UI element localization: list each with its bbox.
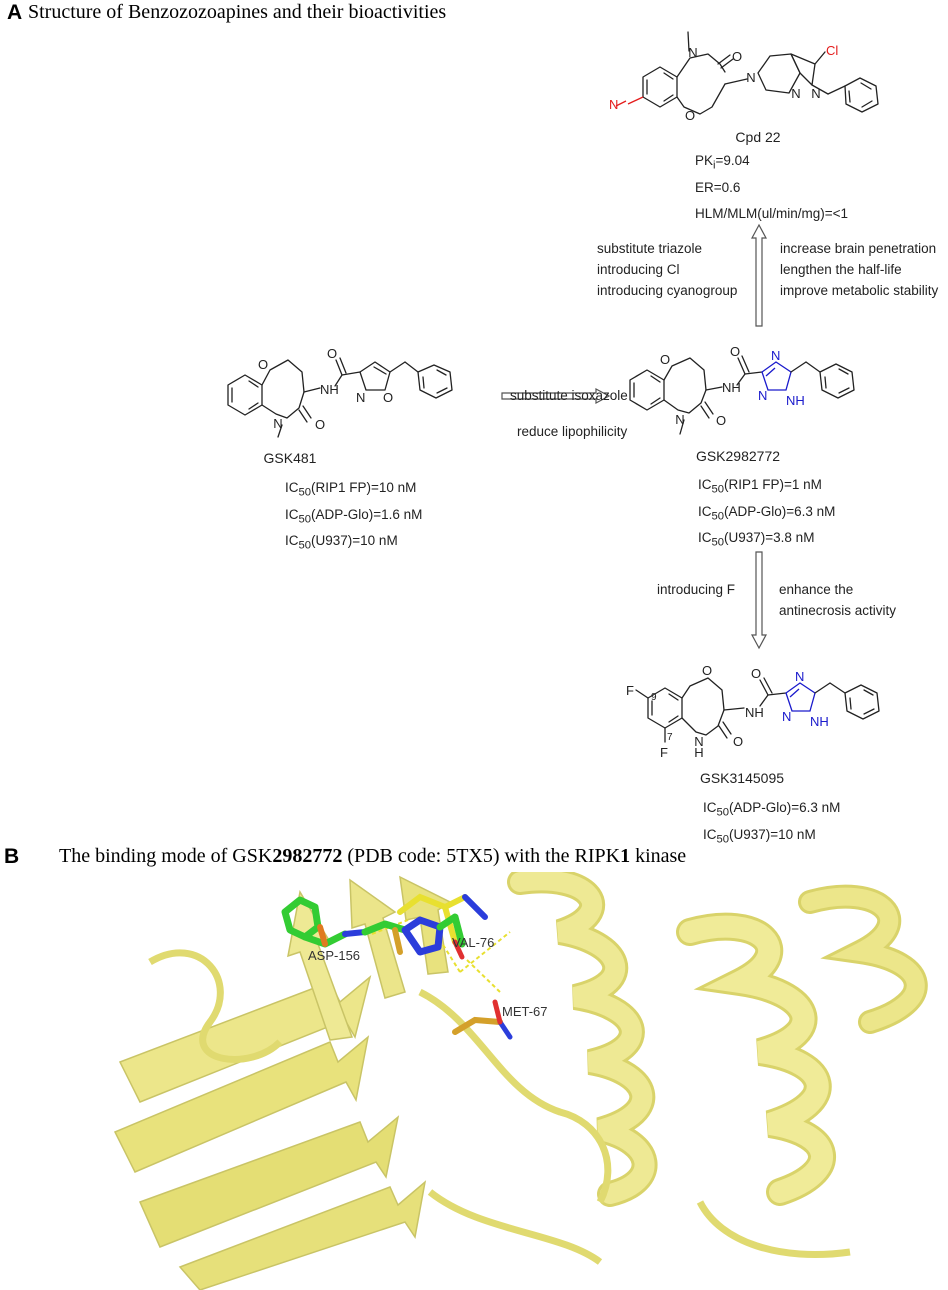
cpd22-o: O: [732, 49, 742, 64]
residue-met67: [452, 999, 513, 1040]
label-val76: VAL-76: [452, 935, 494, 950]
step2-right-labels: increase brain penetration lengthen the …: [780, 238, 938, 301]
cpd22-act-3: HLM/MLM(ul/min/mg)=<1: [695, 206, 849, 222]
cpd22-structure: [642, 31, 879, 115]
cpd22-o2: O: [685, 108, 695, 123]
gsk3145095-f9: F: [626, 683, 634, 698]
gsk481-nh: NH: [320, 382, 339, 397]
cpd22-name: Cpd 22: [735, 129, 781, 145]
cpd22-act-1: PKi=9.04: [695, 153, 750, 172]
gsk3145095-pos9: 9: [651, 692, 657, 703]
step3-left-1: introducing F: [657, 582, 736, 597]
cpd22-cyano-bond: [627, 96, 644, 105]
step3-right-labels: enhance the antinecrosis activity: [779, 579, 896, 621]
gsk481-structure: [227, 357, 453, 438]
gsk2982772-n: N: [675, 412, 684, 427]
cpd22-activities: PKi=9.04 ER=0.6 HLM/MLM(ul/min/mg)=<1: [695, 150, 848, 230]
panel-b-letter: B: [4, 845, 20, 868]
gsk3145095-name: GSK3145095: [699, 770, 785, 786]
gsk2982772-act-2: IC50(ADP-Glo)=6.3 nM: [698, 503, 836, 523]
gsk2982772-act-1: IC50(RIP1 FP)=1 nM: [698, 477, 822, 496]
panel-a-structures: O N O NH O N O O N O NH O N N NH: [227, 31, 880, 760]
gsk481-n2: N: [356, 390, 365, 405]
ligand-gsk2982772: [281, 896, 466, 956]
gsk481-act-1: IC50(RIP1 FP)=10 nM: [285, 480, 417, 499]
step2-left-2: introducing Cl: [597, 262, 680, 277]
step2-left-3: introducing cyanogroup: [597, 283, 738, 298]
gsk3145095-h: H: [694, 745, 703, 760]
gsk3145095-benzyl: [814, 682, 880, 720]
arrow-down: [750, 551, 768, 650]
gsk3145095-o3: O: [751, 666, 761, 681]
gsk2982772-triazole: [761, 361, 792, 391]
gsk2982772-n-top: N: [771, 348, 780, 363]
hydrogen-bonds: [371, 919, 511, 993]
panel-b-title: The binding mode of GSK2982772 (PDB code…: [59, 845, 687, 867]
arrow-up: [750, 223, 768, 327]
panel-a-title: Structure of Benzozozoapines and their b…: [28, 1, 447, 23]
cpd22-cyano-bond2: [615, 100, 627, 107]
gsk3145095-n: N: [694, 734, 703, 749]
step2-right-1: increase brain penetration: [780, 241, 937, 256]
protein-cartoon: [113, 872, 928, 1290]
gsk3145095-triazole: [785, 682, 816, 712]
gsk2982772-o: O: [660, 352, 670, 367]
residue-val76: [397, 893, 488, 960]
gsk3145095-f7: F: [660, 745, 668, 760]
cpd22-n-pyr2: N: [811, 86, 820, 101]
step2-right-2: lengthen the half-life: [780, 262, 902, 277]
gsk3145095-pos7: 7: [667, 732, 673, 743]
gsk2982772-nh: NH: [722, 380, 741, 395]
gsk3145095-act-2: IC50(U937)=10 nM: [703, 826, 816, 846]
gsk3145095-o: O: [702, 663, 712, 678]
gsk2982772-n-bot: N: [758, 388, 767, 403]
arrow-right: [501, 387, 611, 405]
gsk3145095-nh2: NH: [810, 714, 829, 729]
step3-left-labels: introducing F: [657, 579, 735, 600]
step1-bottom-label: reduce lipophilicity: [517, 424, 628, 439]
gsk2982772-structure: [629, 355, 763, 435]
gsk2982772-nh2: NH: [786, 393, 805, 408]
cpd22-n-amide: N: [688, 45, 697, 60]
gsk481-o2: O: [315, 417, 325, 432]
gsk481-name: GSK481: [263, 450, 317, 466]
step3-right-2: antinecrosis activity: [779, 603, 897, 618]
gsk3145095-activities: IC50(ADP-Glo)=6.3 nM IC50(U937)=10 nM: [703, 797, 840, 850]
binding-mode-render: VAL-76 ASP-156 MET-67: [113, 872, 928, 1290]
gsk481-act-2: IC50(ADP-Glo)=1.6 nM: [285, 506, 423, 526]
gsk3145095-n-top: N: [795, 669, 804, 684]
gsk481-o3: O: [327, 346, 337, 361]
gsk3145095-n-bot: N: [782, 709, 791, 724]
gsk3145095-structure: [635, 677, 787, 743]
step2-right-3: improve metabolic stability: [780, 283, 939, 298]
panel-a-letter: A: [7, 1, 23, 24]
gsk3145095-o2: O: [733, 734, 743, 749]
label-asp156: ASP-156: [308, 948, 360, 963]
gsk2982772-benzyl: [790, 361, 855, 399]
cpd22-act-2: ER=0.6: [695, 179, 741, 195]
gsk481-n: N: [273, 416, 282, 431]
label-met67: MET-67: [502, 1004, 548, 1019]
gsk3145095-nh: NH: [745, 705, 764, 720]
gsk481-act-3: IC50(U937)=10 nM: [285, 533, 398, 553]
gsk2982772-name: GSK2982772: [695, 448, 781, 464]
cpd22-n-pyr1: N: [791, 86, 800, 101]
gsk481-o: O: [258, 357, 268, 372]
step3-right-1: enhance the: [779, 582, 854, 597]
step1-top-label: substitute isoxazole: [510, 388, 628, 403]
gsk481-o4: O: [383, 390, 393, 405]
gsk2982772-act-3: IC50(U937)=3.8 nM: [698, 530, 815, 550]
step2-left-1: substitute triazole: [597, 241, 703, 256]
gsk3145095-act-1: IC50(ADP-Glo)=6.3 nM: [703, 800, 841, 819]
cpd22-cyano-n: N: [609, 97, 618, 112]
gsk2982772-o3: O: [730, 344, 740, 359]
cpd22-cl: Cl: [826, 43, 838, 58]
gsk2982772-activities: IC50(RIP1 FP)=1 nM IC50(ADP-Glo)=6.3 nM …: [698, 474, 835, 554]
gsk481-activities: IC50(RIP1 FP)=10 nM IC50(ADP-Glo)=1.6 nM…: [285, 477, 422, 557]
cpd22-n-pip: N: [746, 70, 755, 85]
gsk2982772-o2: O: [716, 413, 726, 428]
step2-left-labels: substitute triazole introducing Cl intro…: [597, 238, 737, 301]
